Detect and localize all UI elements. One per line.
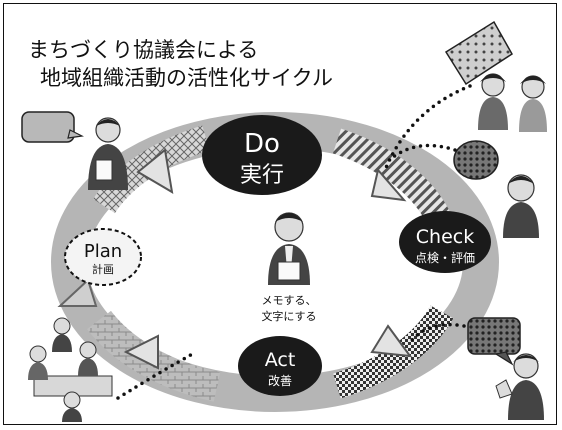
dark-thought-cloud-icon xyxy=(453,140,499,180)
node-check: Check 点検・評価 xyxy=(399,211,491,273)
arrow-head-do-to-check xyxy=(370,167,407,202)
dotted-trail-top xyxy=(383,84,472,172)
meeting-group-icon xyxy=(28,317,113,422)
arrow-head-plan-to-do xyxy=(136,148,174,194)
arrow-head-left xyxy=(57,278,98,307)
node-check-sublabel: 点検・評価 xyxy=(415,250,475,265)
node-act: Act 改善 xyxy=(238,336,322,396)
title-line-2: 地域組織活動の活性化サイクル xyxy=(40,66,333,90)
diagram-frame xyxy=(3,3,557,425)
node-do-label: Do xyxy=(244,129,280,159)
node-plan-sublabel: 計画 xyxy=(92,262,114,276)
arrow-head-act-to-plan xyxy=(123,334,159,370)
center-person-with-memo-icon xyxy=(268,212,310,285)
node-check-label: Check xyxy=(416,226,474,248)
dotted-trail-middle xyxy=(390,143,457,160)
center-caption-line-1: メモする、 xyxy=(262,294,317,307)
person-with-clipboard-icon xyxy=(88,117,128,190)
node-act-label: Act xyxy=(265,349,296,371)
node-do: Do 実行 xyxy=(202,115,322,195)
node-do-sublabel: 実行 xyxy=(240,163,284,188)
diagram-title: まちづくり協議会による 地域組織活動の活性化サイクル xyxy=(28,36,408,92)
dotted-trail-bottom xyxy=(116,350,198,400)
node-plan-label: Plan xyxy=(84,241,122,262)
speech-bubble-icon xyxy=(21,111,84,143)
people-talking-icon xyxy=(478,73,547,132)
center-caption-line-2: 文字にする xyxy=(261,309,316,323)
angry-person-icon xyxy=(503,174,539,238)
node-plan: Plan 計画 xyxy=(64,228,142,286)
patterned-speech-bubble-icon xyxy=(467,317,521,366)
node-act-sublabel: 改善 xyxy=(268,373,292,388)
arc-do-to-check xyxy=(332,128,452,227)
thought-cloud-icon xyxy=(444,20,513,86)
thumbs-up-person-icon xyxy=(495,353,544,420)
arrow-head-check-to-act xyxy=(370,324,413,358)
title-line-1: まちづくり協議会による xyxy=(28,38,259,62)
dotted-trail-lower xyxy=(410,322,466,342)
